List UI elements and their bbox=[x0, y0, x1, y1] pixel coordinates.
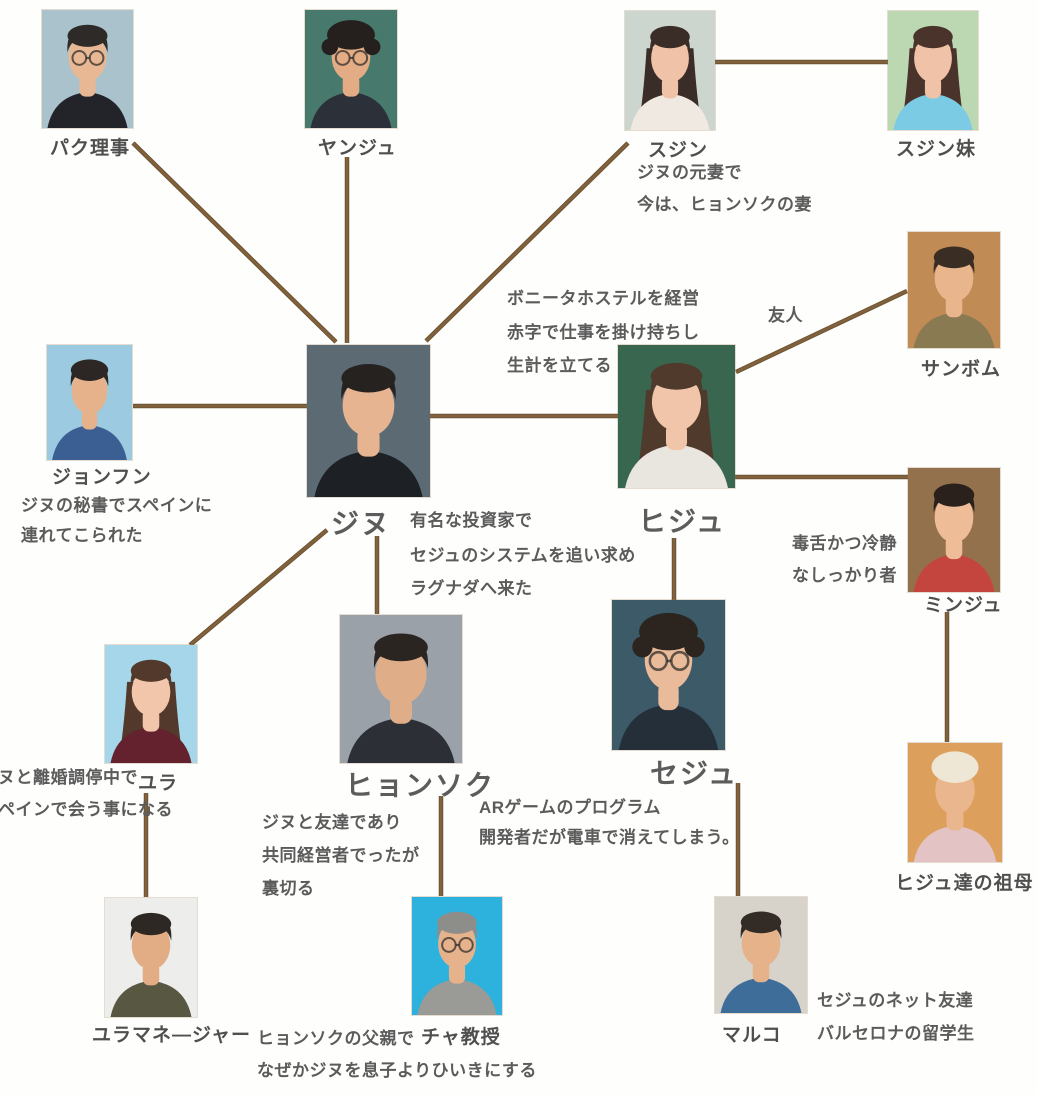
photo-hyeonseok bbox=[340, 615, 462, 763]
label-yangju: ヤンジュ bbox=[318, 138, 397, 159]
label-yura: ユラ bbox=[138, 773, 179, 794]
photo-marco bbox=[715, 897, 807, 1013]
photo-yangju bbox=[305, 10, 397, 128]
desc-hyeonseok-1: ジヌと友達であり bbox=[262, 813, 402, 832]
edge-label-friend: 友人 bbox=[768, 306, 803, 325]
label-sujin: スジン bbox=[648, 140, 709, 161]
desc-marco-1: セジュのネット友達 bbox=[817, 991, 974, 1010]
photo-sujin-sister bbox=[888, 11, 978, 130]
photo-grandma bbox=[908, 743, 1002, 862]
desc-seju-1: ARゲームのプログラム bbox=[479, 798, 662, 817]
photo-seju bbox=[612, 600, 725, 750]
label-grandma: ヒジュ達の祖母 bbox=[895, 873, 1034, 894]
label-seju: セジュ bbox=[650, 758, 739, 789]
desc-minju-1: 毒舌かつ冷静 bbox=[792, 534, 897, 553]
desc-hyeonseok-3: 裏切る bbox=[262, 879, 315, 898]
photo-yura-manager bbox=[105, 898, 197, 1017]
desc-seju-2: 開発者だが電車で消えてしまう。 bbox=[479, 828, 740, 847]
photo-jeonghun bbox=[47, 345, 132, 460]
desc-sujin-1: ジヌの元妻で bbox=[637, 163, 742, 182]
photo-sangbeom bbox=[908, 232, 1000, 348]
photo-park-director bbox=[42, 10, 133, 128]
photo-yura bbox=[105, 645, 197, 763]
desc-heeju-1: ボニータホステルを経営 bbox=[507, 289, 700, 308]
desc-jinu-2: セジュのシステムを追い求め bbox=[410, 546, 636, 565]
photo-sujin bbox=[625, 11, 715, 130]
label-jinu: ジヌ bbox=[331, 508, 392, 539]
label-yura-manager: ユラマネ―ジャー bbox=[92, 1025, 252, 1046]
desc-heeju-2: 赤字で仕事を掛け持ちし bbox=[507, 323, 700, 342]
desc-professor-cha-2: なぜかジヌを息子よりひいきにする bbox=[257, 1061, 537, 1080]
desc-hyeonseok-2: 共同経営者でったが bbox=[262, 846, 420, 865]
label-sangbeom: サンボム bbox=[921, 359, 1002, 380]
desc-minju-2: なしっかり者 bbox=[792, 566, 897, 585]
desc-jeonghun-2: 連れてこられた bbox=[21, 526, 143, 545]
desc-yura-1: ヌと離婚調停中で bbox=[0, 768, 138, 787]
desc-yura-2: ペインで会う事になる bbox=[0, 800, 173, 819]
label-professor-cha: チャ教授 bbox=[421, 1027, 501, 1048]
label-minju: ミンジュ bbox=[924, 595, 1003, 616]
desc-heeju-3: 生計を立てる bbox=[507, 356, 612, 375]
desc-professor-cha-1: ヒョンソクの父親で bbox=[257, 1029, 415, 1048]
desc-jinu-1: 有名な投資家で bbox=[410, 511, 533, 530]
relationship-line-jinu-to-yura bbox=[189, 529, 328, 646]
photo-professor-cha bbox=[412, 897, 502, 1015]
relationship-line-sujin-to-jinu bbox=[425, 142, 629, 342]
label-sujin-sister: スジン妹 bbox=[896, 139, 977, 160]
photo-minju bbox=[908, 468, 1000, 592]
photo-jinu bbox=[307, 345, 430, 497]
relationship-line-park-director-to-jinu bbox=[132, 142, 337, 343]
label-heeju: ヒジュ bbox=[638, 506, 727, 537]
desc-jeonghun-1: ジヌの秘書でスペインに bbox=[21, 496, 213, 515]
desc-jinu-3: ラグナダへ来た bbox=[410, 579, 533, 598]
relationship-line-heeju-to-sangbeom bbox=[735, 289, 908, 374]
desc-sujin-2: 今は、ヒョンソクの妻 bbox=[637, 195, 812, 214]
label-jeonghun: ジョンフン bbox=[52, 467, 152, 488]
label-hyeonseok: ヒョンソク bbox=[345, 770, 496, 801]
label-marco: マルコ bbox=[722, 1025, 782, 1046]
photo-heeju bbox=[618, 345, 735, 488]
desc-marco-2: バルセロナの留学生 bbox=[817, 1024, 975, 1043]
label-park-director: パク理事 bbox=[50, 138, 131, 159]
